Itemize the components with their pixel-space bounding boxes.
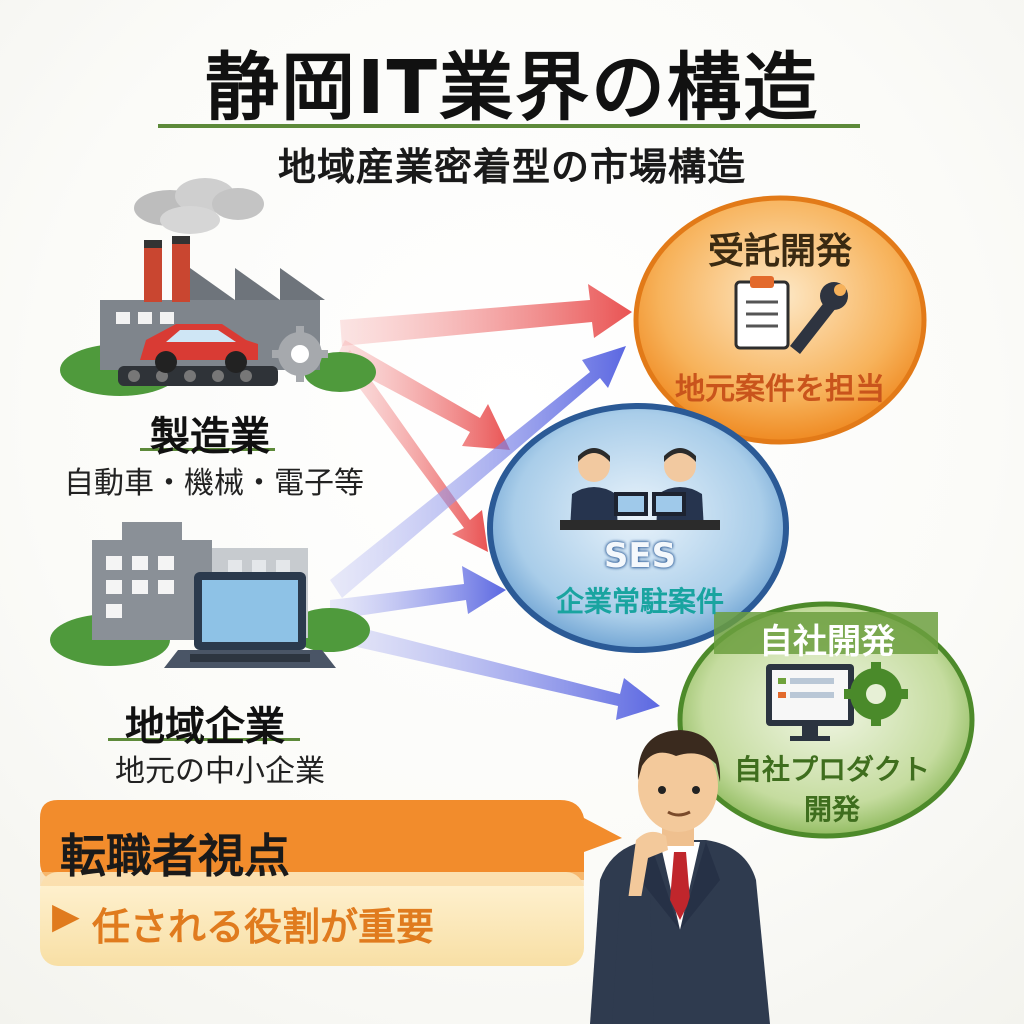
title-underline (158, 124, 860, 128)
businessman-illustration (590, 730, 770, 1024)
source-desc-manufacturing: 自動車・機械・電子等 (64, 466, 364, 501)
target-label-inhouse: 自社開発 (759, 622, 895, 662)
source-label-regional: 地域企業 (125, 704, 285, 750)
ses-circle (487, 403, 789, 653)
target-desc-contract: 地元案件を担当 (675, 372, 885, 407)
arrow-manufacturing-to-ses-1 (335, 340, 510, 450)
regional-underline (108, 738, 300, 741)
arrow-regional-to-contract (330, 346, 626, 598)
target-desc-ses: 企業常駐案件 (555, 585, 724, 618)
target-desc-inhouse-line2: 開発 (803, 793, 860, 826)
arrow-regional-to-ses (330, 566, 506, 620)
arrow-regional-to-inhouse (326, 620, 660, 720)
page-title: 静岡IT業界の構造 (204, 45, 819, 131)
source-label-manufacturing: 製造業 (150, 414, 270, 460)
office-illustration (50, 522, 370, 668)
source-desc-regional: 地元の中小企業 (115, 754, 325, 789)
callout-marker-icon: ▶ (52, 896, 80, 937)
target-label-ses: SES (603, 536, 677, 576)
callout-body: 任される役割が重要 (92, 905, 435, 949)
page-subtitle: 地域産業密着型の市場構造 (277, 145, 746, 189)
factory-illustration (60, 178, 376, 396)
inhouse-dev-circle (677, 601, 975, 839)
callout-box (40, 800, 622, 966)
manufacturing-underline (140, 448, 275, 451)
contract-dev-circle (633, 195, 927, 445)
target-label-contract: 受託開発 (707, 231, 852, 272)
callout-heading: 転職者視点 (60, 829, 290, 883)
flow-arrows (326, 284, 660, 720)
target-desc-inhouse-line1: 自社プロダクト (733, 753, 930, 786)
arrow-manufacturing-to-contract (340, 284, 632, 346)
